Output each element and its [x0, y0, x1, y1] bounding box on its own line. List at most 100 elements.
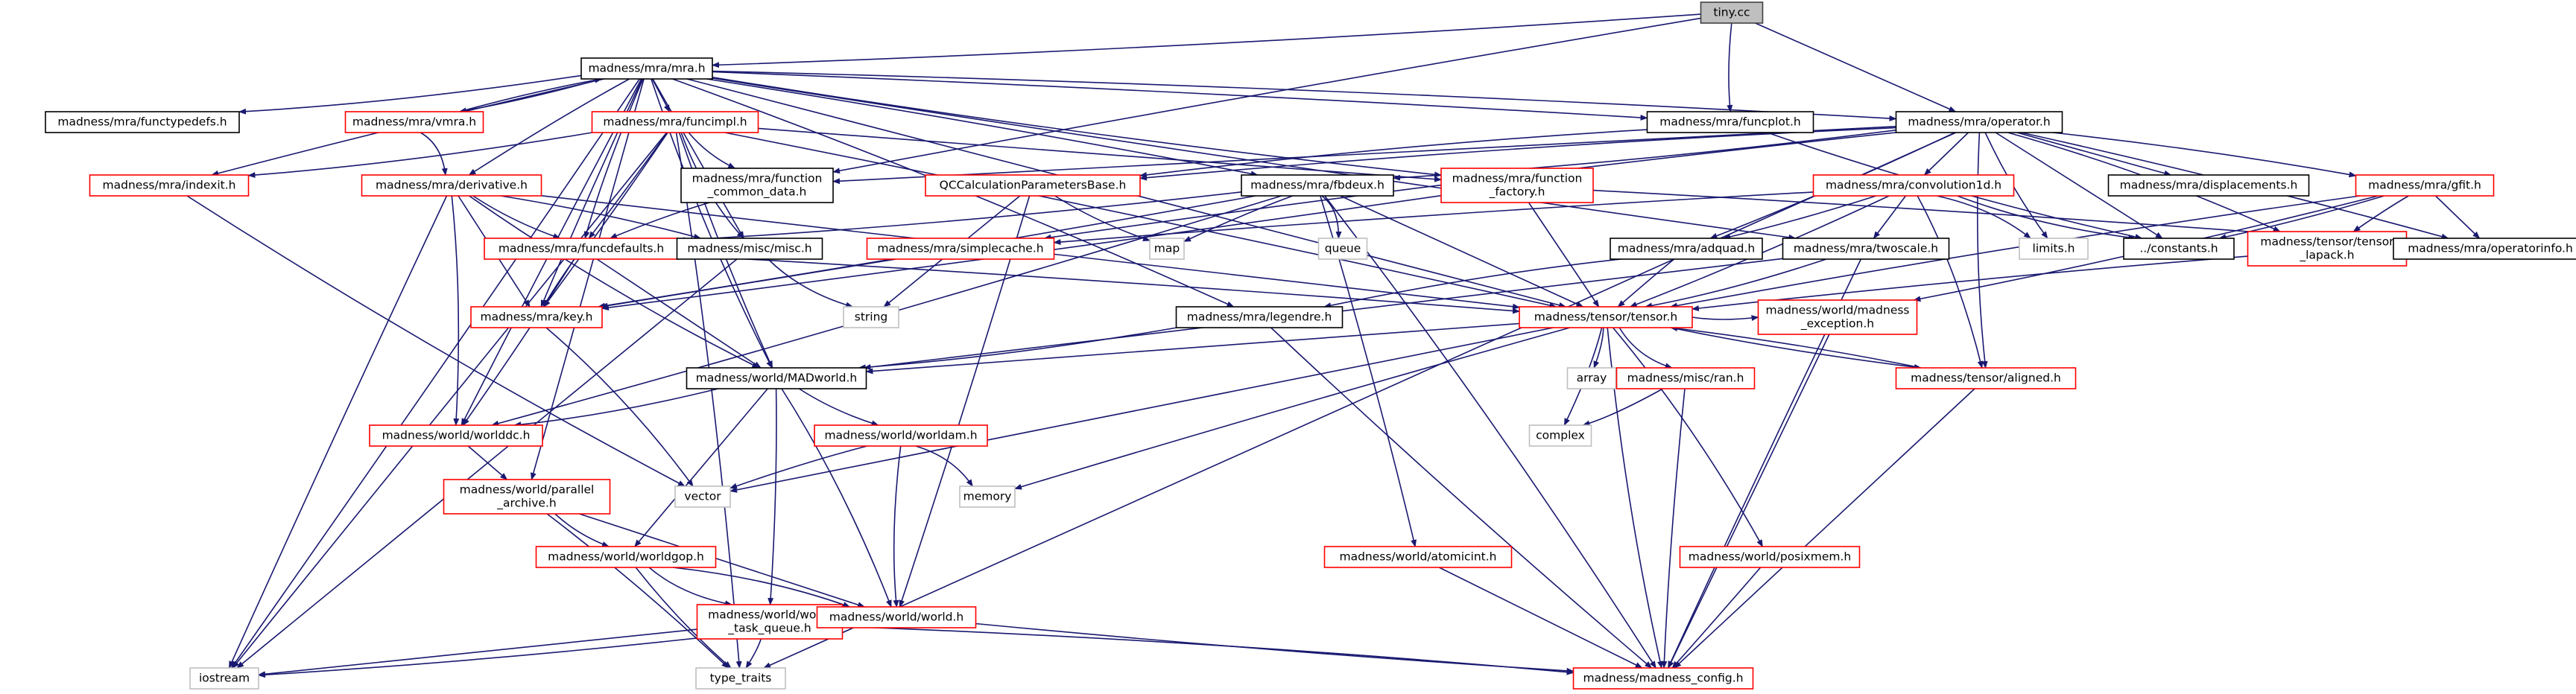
node-typetraits: type_traits	[695, 667, 786, 690]
edge-gfit-to-constants	[2218, 195, 2384, 241]
node-posixmem[interactable]: madness/world/posixmem.h	[1679, 546, 1861, 568]
node-box	[1317, 238, 1368, 260]
node-legendre[interactable]: madness/mra/legendre.h	[1175, 306, 1344, 328]
node-key[interactable]: madness/mra/key.h	[470, 306, 603, 328]
node-mra[interactable]: madness/mra/mra.h	[580, 57, 713, 80]
edge-miscmisc-to-string	[768, 258, 854, 308]
node-vmra[interactable]: madness/mra/vmra.h	[344, 111, 484, 133]
node-function_factory[interactable]: madness/mra/function_factory.h	[1440, 168, 1594, 203]
node-miscmisc[interactable]: madness/misc/misc.h	[676, 238, 823, 260]
node-box	[369, 424, 543, 447]
node-madexception[interactable]: madness/world/madness_exception.h	[1757, 299, 1918, 335]
node-worldgop[interactable]: madness/world/worldgop.h	[535, 546, 717, 568]
node-box	[1679, 546, 1861, 568]
edge-worlddc-to-parallelarchive	[467, 445, 508, 480]
node-label: madness/mra/fbdeux.h	[1250, 179, 1384, 192]
edge-funcdefaults-to-tensor	[677, 254, 1520, 314]
node-label: madness/mra/vmra.h	[352, 115, 476, 129]
node-function_common_data[interactable]: madness/mra/function_common_data.h	[680, 168, 834, 203]
node-operatorinfo[interactable]: madness/mra/operatorinfo.h	[2393, 238, 2576, 260]
node-indexit[interactable]: madness/mra/indexit.h	[89, 174, 250, 197]
node-worlddc[interactable]: madness/world/worlddc.h	[369, 424, 543, 447]
node-funcimpl[interactable]: madness/mra/funcimpl.h	[591, 111, 759, 133]
node-gfit[interactable]: madness/mra/gfit.h	[2355, 174, 2495, 197]
node-constants[interactable]: ../constants.h	[2123, 238, 2235, 260]
edge-aligned-to-tensor	[1670, 325, 1922, 369]
node-box	[2393, 238, 2576, 260]
node-derivative[interactable]: madness/mra/derivative.h	[361, 174, 542, 197]
edge-operator-to-aligned	[1977, 132, 1988, 369]
node-box	[89, 174, 250, 197]
node-operator[interactable]: madness/mra/operator.h	[1895, 111, 2063, 133]
node-string: string	[843, 306, 899, 328]
edge-derivative-to-iostream	[228, 195, 448, 669]
node-fbdeux[interactable]: madness/mra/fbdeux.h	[1241, 174, 1394, 197]
node-limits: limits.h	[2019, 238, 2089, 260]
node-tensorlapack[interactable]: madness/tensor/tensor_lapack.h	[2247, 231, 2408, 267]
node-box	[686, 367, 867, 389]
node-funcdefaults[interactable]: madness/mra/funcdefaults.h	[484, 238, 679, 260]
edge-worldgop-to-worldtaskqueue	[648, 567, 732, 607]
edge-funcdefaults-to-madworld	[596, 258, 762, 369]
node-label: map	[1154, 242, 1180, 255]
node-label: memory	[963, 490, 1012, 503]
node-label: madness/world/worlddc.h	[382, 429, 531, 442]
node-box	[1440, 168, 1594, 203]
node-label: madness/mra/adquad.h	[1618, 242, 1755, 255]
edge-mra-to-parallelarchive	[530, 78, 645, 480]
node-tensor[interactable]: madness/tensor/tensor.h	[1519, 306, 1693, 328]
edge-worldtaskqueue-to-iostream	[258, 628, 697, 678]
node-aligned[interactable]: madness/tensor/aligned.h	[1895, 367, 2077, 389]
node-madworld[interactable]: madness/world/MADworld.h	[686, 367, 867, 389]
edge-simplecache-to-key	[600, 258, 896, 309]
node-box	[1615, 367, 1756, 389]
edge-fbdeux-to-queue	[1321, 195, 1342, 239]
edge-mra-to-operator	[712, 70, 1897, 121]
node-box	[1323, 546, 1513, 568]
node-qccalc[interactable]: QCCalculationParametersBase.h	[925, 174, 1141, 197]
node-label: madness/mra/funcplot.h	[1659, 115, 1800, 129]
node-simplecache[interactable]: madness/mra/simplecache.h	[866, 238, 1055, 260]
node-label: madness/mra/function	[1452, 172, 1583, 185]
edge-mra-to-funcdefaults	[583, 78, 644, 239]
node-funcplot[interactable]: madness/mra/funcplot.h	[1646, 111, 1814, 133]
edge-tiny-to-function_common_data	[832, 17, 1701, 174]
node-madconfig[interactable]: madness/madness_config.h	[1572, 667, 1754, 690]
edge-indexit-to-vector	[186, 195, 686, 487]
node-label: QCCalculationParametersBase.h	[940, 179, 1127, 192]
edge-funcimpl-to-funcdefaults	[588, 132, 668, 239]
node-parallelarchive[interactable]: madness/world/parallel_archive.h	[443, 479, 611, 515]
edge-mra-to-function_factory	[712, 77, 1442, 178]
edge-funcimpl-to-function_common_data	[688, 132, 736, 169]
node-box	[1519, 306, 1693, 328]
node-box	[814, 424, 988, 447]
node-box	[470, 306, 603, 328]
edge-miscmisc-to-iostream	[236, 258, 738, 669]
node-label: string	[855, 311, 888, 324]
node-label: madness/mra/displacements.h	[2120, 179, 2298, 192]
edge-madworld-to-worldam	[798, 388, 879, 427]
node-ran[interactable]: madness/misc/ran.h	[1615, 367, 1756, 389]
node-worldh[interactable]: madness/world/world.h	[816, 606, 977, 628]
node-label: madness/world/posixmem.h	[1689, 550, 1851, 564]
node-convolution1d[interactable]: madness/mra/convolution1d.h	[1812, 174, 2015, 197]
node-adquad[interactable]: madness/mra/adquad.h	[1610, 238, 1763, 260]
node-tiny[interactable]: tiny.cc	[1700, 1, 1764, 24]
node-label: type_traits	[710, 672, 772, 686]
edge-tiny-to-operator	[1755, 22, 1957, 112]
edge-mra-to-iostream	[231, 78, 640, 669]
node-label: _archive.h	[496, 497, 556, 511]
edge-derivative-to-worlddc	[451, 195, 460, 426]
edge-parallelarchive-to-typetraits	[546, 513, 730, 669]
node-label: madness/tensor/tensor.h	[1534, 311, 1677, 324]
edge-worldh-to-madconfig	[975, 623, 1575, 674]
node-label: madness/mra/gfit.h	[2368, 179, 2481, 192]
node-twoscale[interactable]: madness/mra/twoscale.h	[1782, 238, 1950, 260]
node-atomicint[interactable]: madness/world/atomicint.h	[1323, 546, 1513, 568]
node-functypedefs[interactable]: madness/mra/functypedefs.h	[45, 111, 240, 133]
edge-adquad-to-tensor	[1617, 258, 1675, 308]
edge-worldtaskqueue-to-madconfig	[842, 625, 1575, 675]
node-displacements[interactable]: madness/mra/displacements.h	[2107, 174, 2310, 197]
node-worldam[interactable]: madness/world/worldam.h	[814, 424, 988, 447]
